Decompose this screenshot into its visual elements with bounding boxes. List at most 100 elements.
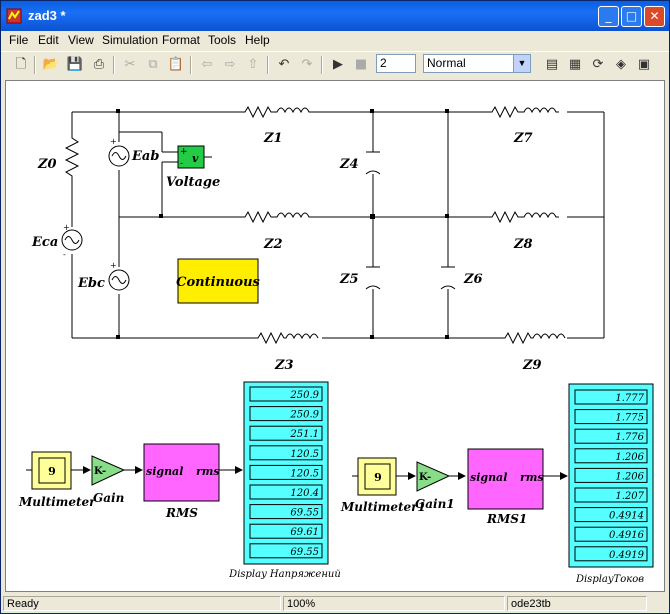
rms-block[interactable] bbox=[143, 443, 220, 502]
display-value: 1.777 bbox=[615, 393, 644, 404]
svg-text:+: + bbox=[180, 147, 188, 157]
display-value: 250.9 bbox=[289, 390, 319, 401]
back-arrow-icon[interactable]: ⇦ bbox=[201, 57, 213, 72]
menu-edit[interactable]: Edit bbox=[38, 33, 59, 47]
display-cell bbox=[249, 484, 323, 500]
powergui-block[interactable] bbox=[177, 258, 259, 304]
gain-block[interactable] bbox=[91, 455, 126, 486]
multimeter-count: 9 bbox=[48, 465, 56, 478]
svg-text:-: - bbox=[63, 250, 66, 259]
menu-simulation[interactable]: Simulation bbox=[102, 33, 159, 47]
menu-format[interactable]: Format bbox=[162, 33, 201, 47]
menu-help[interactable]: Help bbox=[245, 33, 270, 47]
menu-tools[interactable]: Tools bbox=[208, 33, 237, 47]
voltage-label: Voltage bbox=[166, 175, 220, 190]
display-value: 0.4914 bbox=[609, 511, 644, 522]
close-button[interactable]: ✕ bbox=[644, 6, 665, 27]
display-value: 69.55 bbox=[290, 547, 319, 558]
copy-icon[interactable]: ⧉ bbox=[148, 57, 158, 72]
build-icon[interactable]: ▤ bbox=[545, 57, 559, 72]
gain-label: Gain bbox=[93, 491, 124, 505]
z5-label: Z5 bbox=[339, 272, 359, 287]
display-cell bbox=[574, 526, 648, 542]
display-cell bbox=[574, 389, 648, 405]
eca-label: Eca bbox=[31, 235, 58, 250]
cut-icon[interactable]: ✂ bbox=[124, 57, 136, 72]
display-cell bbox=[249, 464, 323, 480]
display-value: 1.775 bbox=[615, 413, 644, 424]
display-cell bbox=[574, 487, 648, 503]
display-cell bbox=[574, 448, 648, 464]
undo-icon[interactable]: ↶ bbox=[278, 57, 290, 72]
z9-label: Z9 bbox=[522, 358, 542, 373]
update-diagram-icon[interactable]: ⟳ bbox=[592, 57, 604, 72]
menu-view[interactable]: View bbox=[68, 33, 94, 47]
z7-label: Z7 bbox=[513, 131, 533, 146]
paste-icon[interactable]: 📋 bbox=[167, 57, 185, 72]
z2-label: Z2 bbox=[263, 237, 283, 252]
save-icon[interactable]: 💾 bbox=[66, 57, 84, 72]
maximize-button[interactable]: □ bbox=[621, 6, 642, 27]
forward-arrow-icon[interactable]: ⇨ bbox=[224, 57, 236, 72]
simulation-mode-select[interactable]: Normal ▼ bbox=[423, 54, 531, 73]
status-solver: ode23tb bbox=[507, 596, 647, 611]
display-value: 1.207 bbox=[615, 491, 644, 502]
rms1-out-label: rms bbox=[520, 471, 544, 484]
rms1-block[interactable] bbox=[467, 448, 544, 510]
model-explorer-icon[interactable]: ◈ bbox=[616, 57, 626, 72]
rms-signal-label: signal bbox=[146, 465, 183, 478]
debugger-icon[interactable]: ▣ bbox=[637, 57, 651, 72]
title-bar[interactable]: zad3 * _ □ ✕ bbox=[1, 1, 669, 31]
display-value: 251.1 bbox=[289, 429, 319, 440]
display-value: 1.776 bbox=[615, 432, 644, 443]
rms-label: RMS bbox=[165, 506, 198, 520]
z4-label: Z4 bbox=[339, 157, 359, 172]
display-cell bbox=[249, 504, 323, 520]
open-folder-icon[interactable]: 📂 bbox=[42, 57, 60, 72]
display-cell bbox=[249, 406, 323, 422]
z0-label: Z0 bbox=[37, 157, 57, 172]
z6-label: Z6 bbox=[463, 272, 483, 287]
menu-file[interactable]: File bbox=[9, 33, 29, 47]
gain1-label: Gain1 bbox=[415, 497, 455, 511]
display-value: 120.5 bbox=[290, 449, 319, 460]
simulink-app-icon bbox=[6, 8, 22, 24]
minimize-button[interactable]: _ bbox=[598, 6, 619, 27]
redo-icon[interactable]: ↷ bbox=[301, 57, 313, 72]
gain1-k-label: K- bbox=[419, 472, 431, 483]
display-voltages-label: Display Напряжений bbox=[228, 569, 341, 580]
display-value: 69.55 bbox=[290, 508, 319, 519]
simulation-mode-value: Normal bbox=[427, 56, 466, 70]
model-canvas[interactable]: ++-+ + - v Continuous Z0 Z1 Z2 Z3 Z4 Z5 … bbox=[5, 80, 665, 592]
menu-bar: File Edit View Simulation Format Tools H… bbox=[1, 31, 669, 50]
up-arrow-icon[interactable]: ⇧ bbox=[247, 57, 259, 72]
z8-label: Z8 bbox=[513, 237, 533, 252]
svg-text:+: + bbox=[110, 261, 117, 270]
print-icon[interactable]: ⎙ bbox=[93, 57, 105, 72]
gain1-block[interactable] bbox=[416, 461, 451, 492]
display-cell bbox=[249, 425, 323, 441]
start-simulation-icon[interactable]: ▶ bbox=[333, 57, 343, 72]
eab-label: Eab bbox=[131, 149, 159, 164]
display-value: 250.9 bbox=[289, 410, 319, 421]
gain-k-label: K- bbox=[94, 466, 106, 477]
stop-time-input[interactable]: 2 bbox=[376, 54, 416, 73]
chevron-down-icon[interactable]: ▼ bbox=[513, 55, 530, 72]
display-value: 1.206 bbox=[615, 452, 644, 463]
library-browser-icon[interactable]: ▦ bbox=[568, 57, 582, 72]
ebc-label: Ebc bbox=[77, 276, 105, 291]
display-value: 120.4 bbox=[290, 488, 319, 499]
continuous-label: Continuous bbox=[176, 275, 260, 290]
status-zoom: 100% bbox=[283, 596, 505, 611]
display-cell bbox=[574, 546, 648, 562]
display-value: 1.206 bbox=[615, 471, 644, 482]
svg-text:+: + bbox=[110, 137, 117, 146]
stop-simulation-icon[interactable]: ■ bbox=[354, 57, 368, 72]
status-ready: Ready bbox=[3, 596, 281, 611]
display-value: 69.61 bbox=[290, 527, 319, 538]
z3-label: Z3 bbox=[274, 358, 294, 373]
new-model-icon[interactable]: 🗋 bbox=[15, 57, 27, 72]
display-currents-label: DisplayТоков bbox=[575, 574, 644, 585]
status-bar: Ready 100% ode23tb bbox=[1, 594, 669, 613]
